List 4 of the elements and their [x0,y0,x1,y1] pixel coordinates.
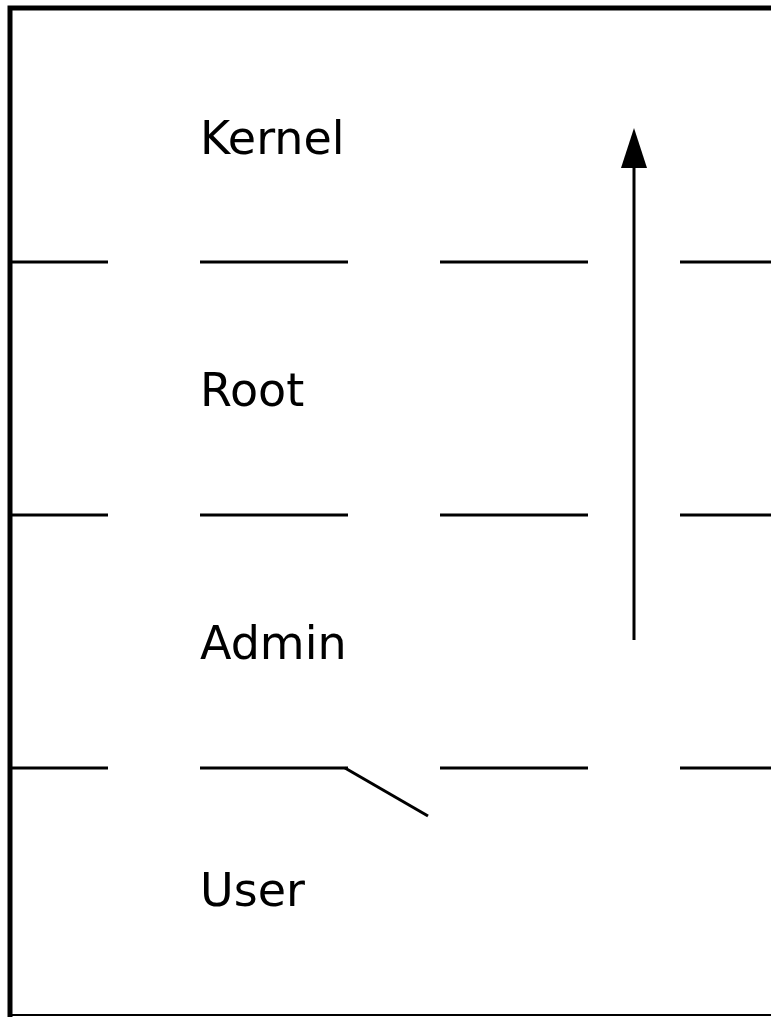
layer-label: Kernel [200,110,345,166]
layer-label: Root [200,362,305,418]
layer-label: Admin [200,615,347,671]
layer-label: User [200,862,305,918]
